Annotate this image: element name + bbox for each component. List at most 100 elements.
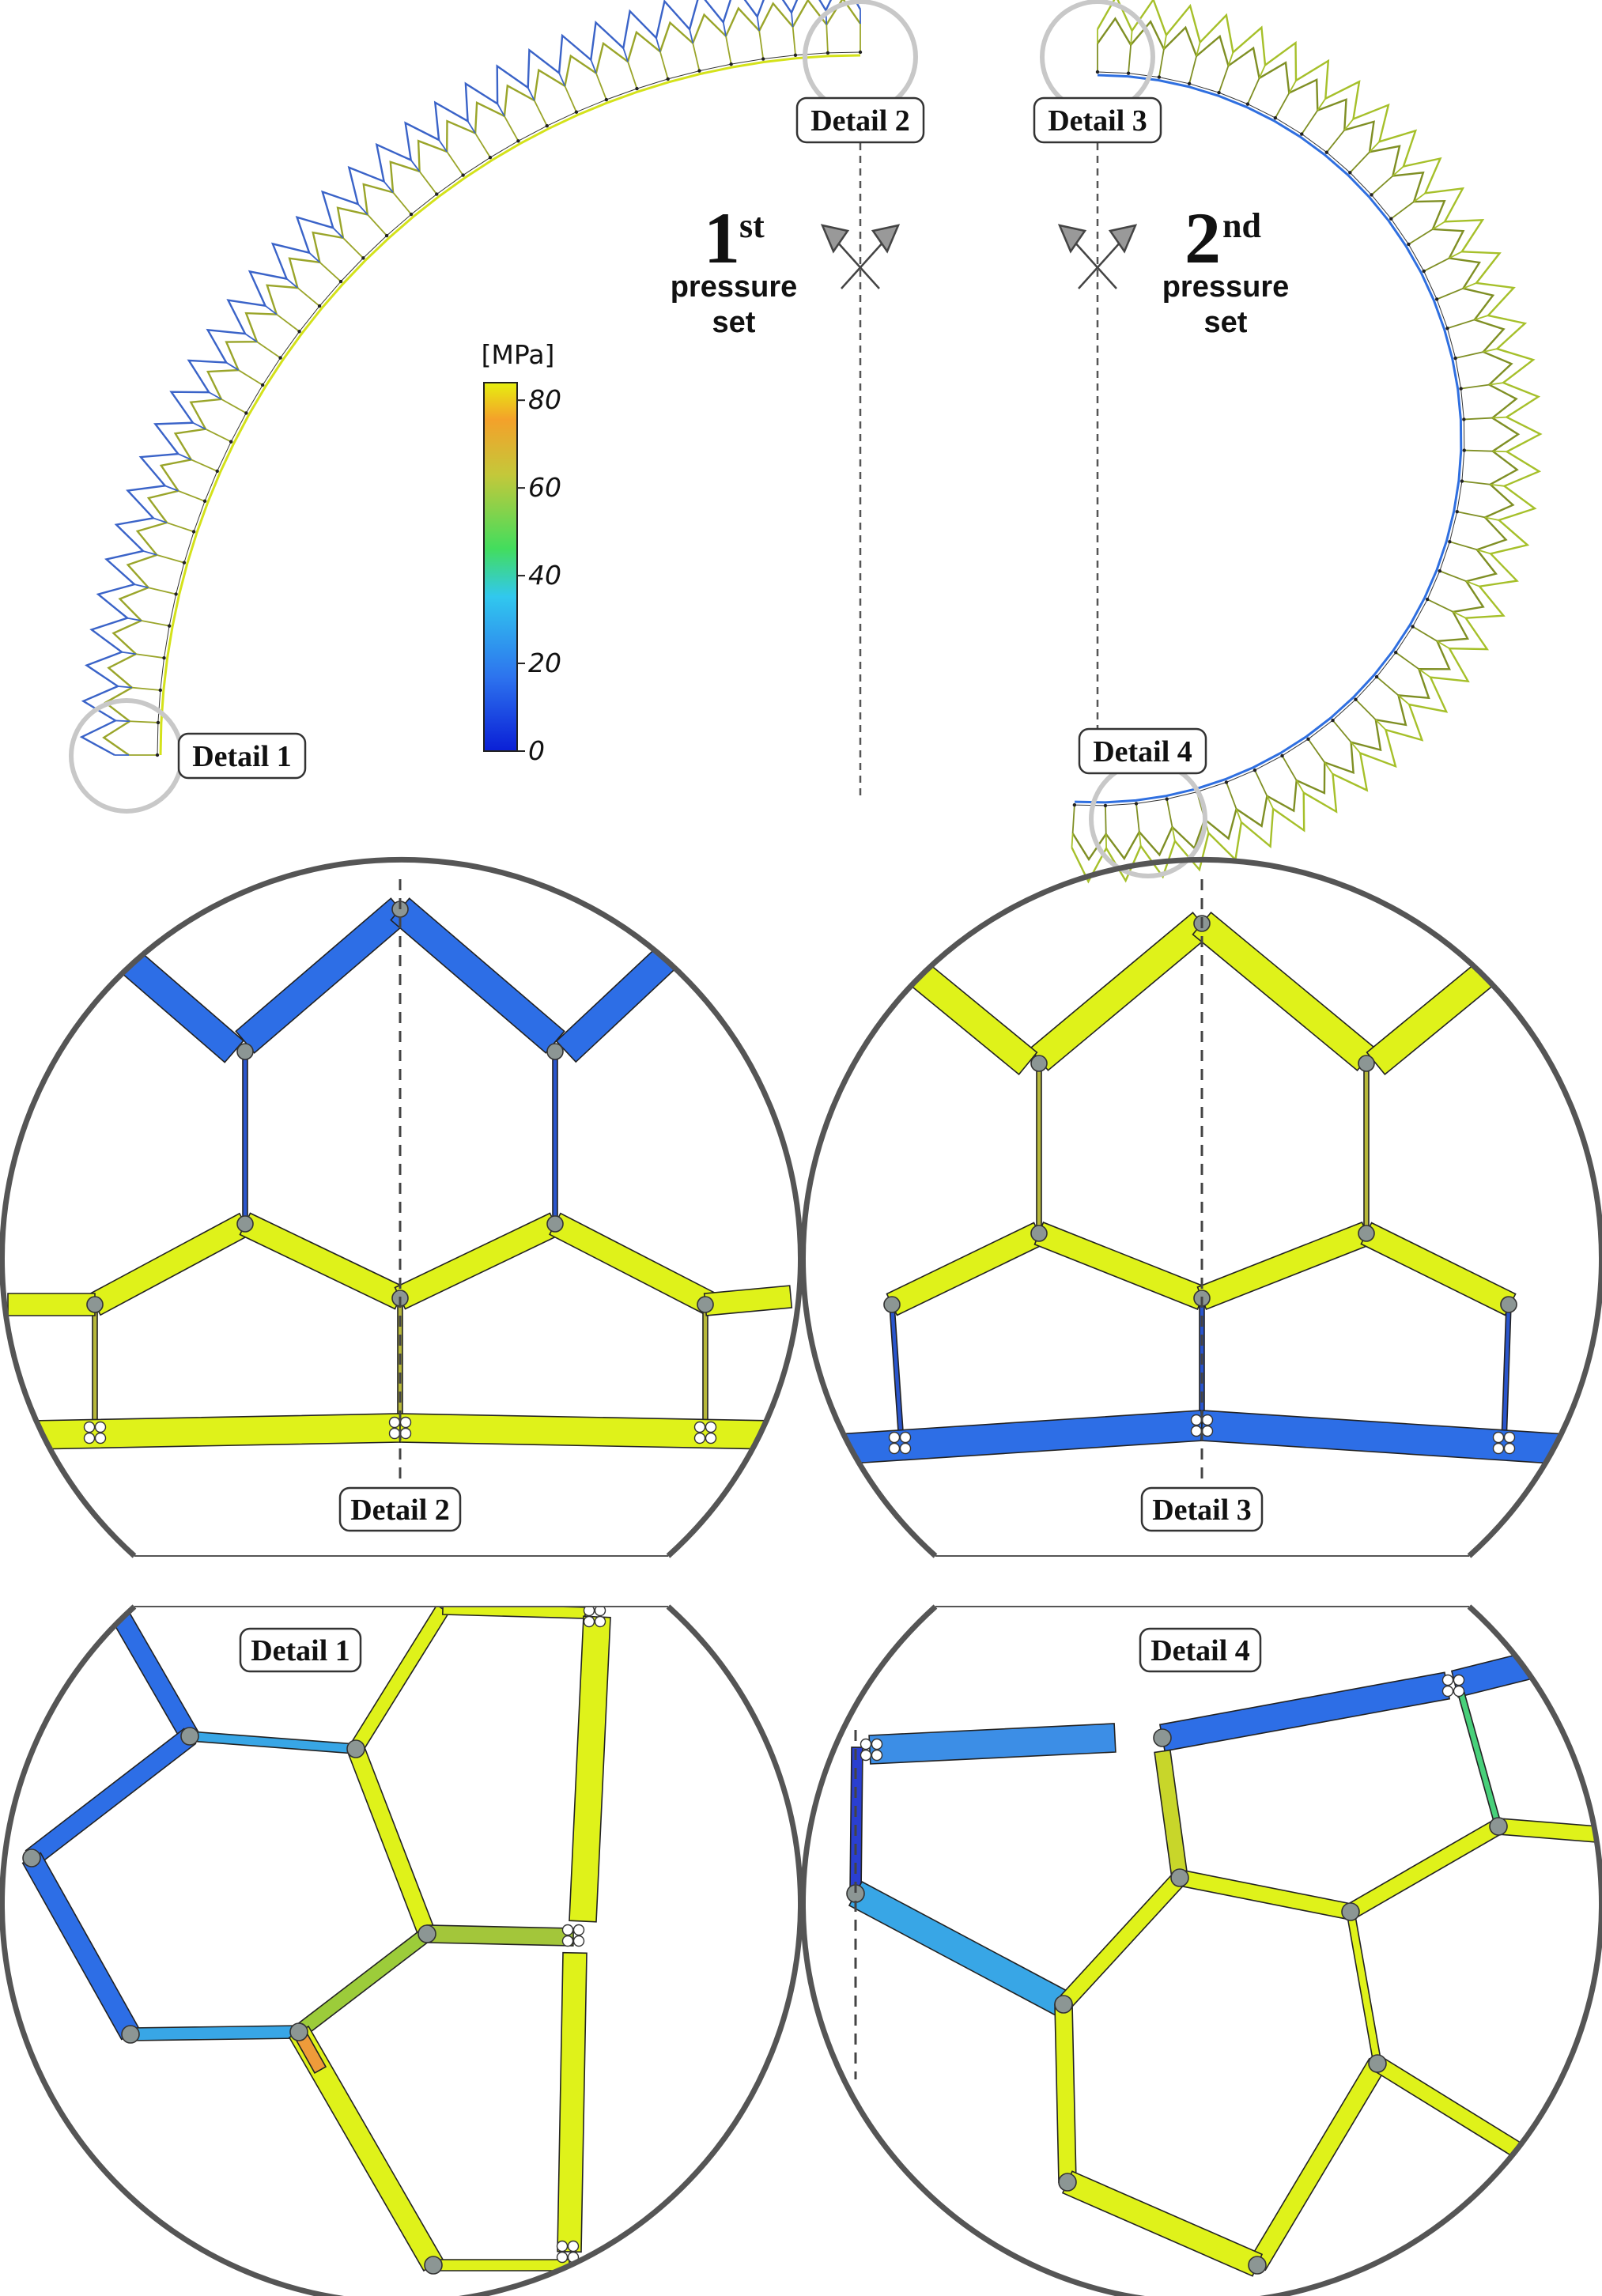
cell-wall-segment [441,1607,587,1619]
cell-wall-segment [1056,1871,1187,2011]
arch-node [516,139,520,143]
arch-strut [1418,668,1431,678]
hinge-pin [1453,1674,1465,1686]
arch-strut [1307,738,1325,763]
hinge-pin [1503,1442,1516,1455]
arch-strut [1489,382,1504,386]
arch-strut [791,12,794,28]
cell-wall-segment [907,960,1038,1076]
arch-strut [1254,769,1268,797]
arch-inner-skin [1075,74,1463,804]
arch-node [155,753,160,757]
arch-strut [826,24,829,53]
joint-node [1170,1868,1189,1887]
arch-strut [1130,30,1133,45]
arch-node [1300,132,1304,136]
hinge-pin [693,1432,706,1444]
cell-wall-segment [1061,2170,1264,2277]
detail-2-tag: Detail 2 [795,96,925,144]
detail-4-tag: Detail 4 [1078,727,1207,775]
arch-node [574,110,579,114]
arch-strut [1281,755,1298,781]
arch-node [384,233,389,238]
arch-strut [1218,65,1230,93]
arch-strut [208,391,222,400]
arch-strut [504,115,520,142]
joint-node [180,1727,199,1746]
arch-strut [1461,480,1491,485]
hinge-pin [572,1924,585,1936]
arch-node [761,57,765,61]
arch-node [191,530,196,534]
arch-strut [467,120,476,134]
arch-strut [656,37,661,52]
svg-text:Detail 4: Detail 4 [1150,1634,1250,1667]
arch-strut [725,36,732,65]
arch-strut [157,553,185,564]
hinge-pin [572,1935,585,1947]
cell-wall-segment [239,1212,406,1310]
joint-node [346,1739,365,1758]
set2-number: 2 [1184,198,1221,278]
arch-strut [225,361,240,371]
hinge-pin [556,2240,569,2253]
arch-node [1455,510,1459,514]
arch-strut [244,333,258,342]
arch-node [1331,718,1335,723]
arch-node [1422,269,1426,274]
arch-strut [285,278,298,289]
arch-node [182,561,187,565]
cell-wall-segment [1054,2003,1077,2184]
arch-node [1434,297,1439,301]
arch-strut [392,191,412,215]
hinge-pin [1492,1431,1505,1444]
cell-wall-segment [886,1222,1045,1316]
detail-3-panel: Detail 3 [800,856,1602,1558]
joint-node [121,2025,140,2044]
arch-strut [134,583,149,589]
arch-strut [1343,118,1355,131]
cell-wall-segment [109,1607,199,1743]
arch-strut [418,171,437,195]
arch-strut [1449,251,1463,259]
hinge-pin [388,1427,401,1440]
hinge-pin [83,1421,96,1433]
hinge-pin [899,1442,912,1455]
arch-strut [1105,805,1107,834]
arch-node [278,356,282,360]
arch-strut [1288,80,1297,94]
symmetry-support-icon [820,224,901,289]
hinge-pin [705,1432,717,1444]
cell-wall-segment [1192,911,1377,1072]
svg-text:Detail 3: Detail 3 [1152,1494,1252,1527]
joint-node [546,1215,564,1233]
arch-strut [1492,450,1507,453]
cell-wall-segment [399,1413,776,1450]
cell-wall-segment [100,933,244,1063]
arch-strut [1324,761,1334,775]
cell-wall-segment [349,1607,450,1754]
arch-node [1165,797,1169,801]
arch-strut [1355,699,1377,720]
arch-node [1459,387,1463,391]
arch-strut [1227,51,1234,66]
cell-wall-segment [92,1304,98,1432]
set2-line1: pressure [1162,270,1290,304]
arch-strut [1464,417,1493,421]
cell-wall-segment [1036,1063,1042,1234]
set1-line1: pressure [671,270,798,304]
cell-wall-segment [21,1852,141,2041]
arch-node [1126,71,1131,75]
svg-text:Detail 1: Detail 1 [192,740,292,773]
set1-number: 1 [704,198,740,278]
arch-strut [142,550,157,556]
detail-4-title: Detail 4 [1139,1627,1262,1673]
joint-node [418,1924,436,1943]
cell-wall-segment [1497,1818,1599,1843]
arch-strut [1466,580,1480,587]
arch-strut [1407,228,1434,245]
cell-wall-segment [1158,1671,1451,1752]
detail-1-panel: Detail 1 [0,1604,803,2296]
arch-node [1134,802,1139,806]
